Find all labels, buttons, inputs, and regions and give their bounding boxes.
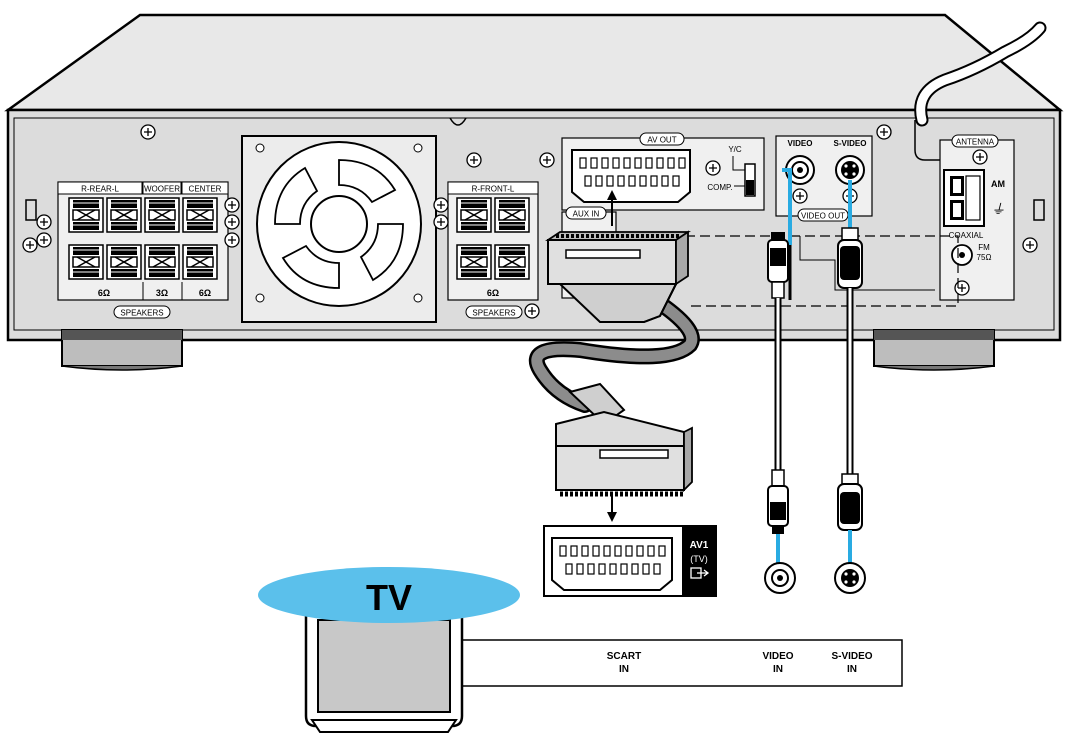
svideo-cable [834, 180, 866, 594]
tv-paren-label: (TV) [690, 554, 708, 564]
cooling-fan [241, 135, 437, 323]
rear-ohm: 6Ω [98, 288, 110, 298]
woofer-ohm: 3Ω [156, 288, 168, 298]
scart-in-line2: IN [619, 664, 629, 675]
video-out-tag: VIDEO OUT [801, 212, 845, 221]
scart-in-line1: SCART [607, 651, 641, 662]
rear-label: R-REAR-L [81, 185, 119, 194]
svideo-in-line2: IN [847, 664, 857, 675]
comp-label: COMP. [707, 183, 732, 192]
tv-title: TV [366, 577, 412, 618]
tv-scart-socket: AV1 (TV) [543, 525, 717, 597]
right-foot [873, 329, 995, 371]
coaxial-label: COAXIAL [949, 231, 984, 240]
video-out-video-label: VIDEO [788, 139, 813, 148]
speaker-terminals-rear: R-REAR-L WOOFER CENTER 6Ω 3Ω 6Ω SPEAKERS [36, 181, 240, 319]
input-arrow-icon [697, 569, 710, 577]
tv-title-ellipse [258, 567, 520, 623]
yc-label: Y/C [728, 145, 742, 154]
video-out-svideo-label: S-VIDEO [834, 139, 867, 148]
antenna-tag: ANTENNA [956, 138, 995, 147]
speakers-tag-rear: SPEAKERS [120, 309, 163, 318]
fm-label: FM [978, 243, 990, 252]
front-ohm: 6Ω [487, 288, 499, 298]
tv-input-panel [459, 639, 903, 687]
woofer-label: WOOFER [144, 185, 180, 194]
am-label: AM [991, 179, 1005, 189]
video-in-line1: VIDEO [762, 651, 793, 662]
front-label: R-FRONT-L [472, 185, 515, 194]
video-cable [764, 168, 796, 594]
aux-in-tag: AUX IN [573, 210, 600, 219]
speaker-terminals-front: R-FRONT-L 6Ω SPEAKERS [433, 181, 540, 319]
left-foot [61, 329, 183, 371]
tv-set: TV SCART IN VIDEO IN S-VIDEO IN [258, 567, 903, 733]
scart-plug-tv [555, 382, 693, 522]
antenna-panel: ANTENNA AM ⏚ COAXIAL FM 75Ω [914, 21, 1047, 301]
cable-routing-guides [640, 235, 959, 307]
svideo-in-line1: S-VIDEO [831, 651, 872, 662]
av-out-tag: AV OUT [647, 136, 676, 145]
video-in-line2: IN [773, 664, 783, 675]
center-ohm: 6Ω [199, 288, 211, 298]
fm-ohm-label: 75Ω [977, 253, 992, 262]
ground-symbol: ⏚ [991, 201, 1005, 217]
center-label: CENTER [189, 185, 222, 194]
av1-label: AV1 [690, 540, 709, 551]
scart-plug-receiver [545, 190, 691, 323]
speakers-tag-front: SPEAKERS [472, 309, 515, 318]
scart-cable [528, 292, 700, 413]
